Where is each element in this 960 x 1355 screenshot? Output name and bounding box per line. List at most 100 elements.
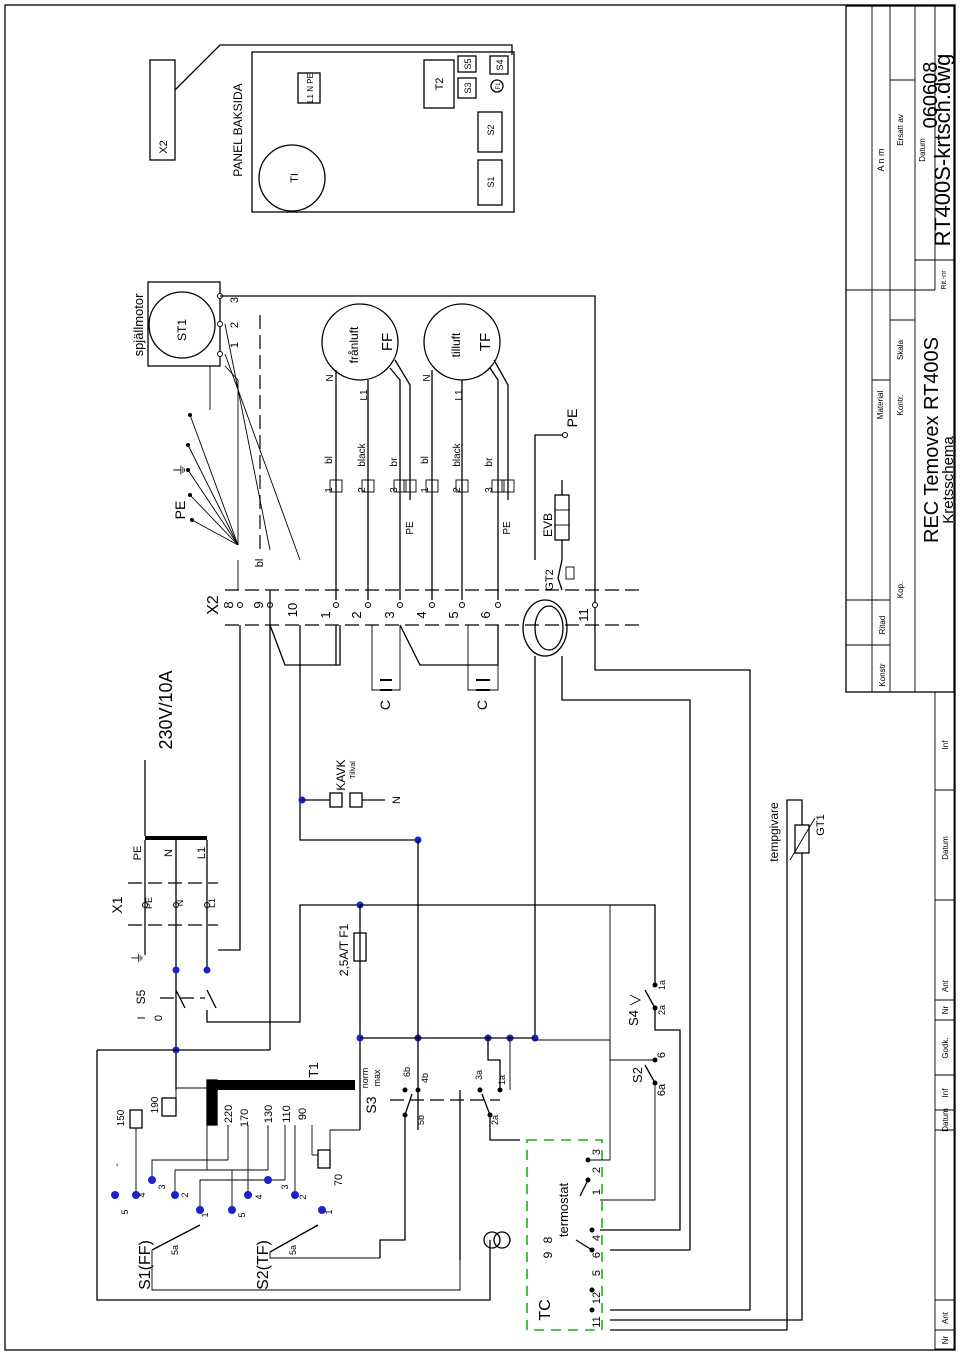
return-wire-left [96,1050,491,1301]
s3-c5b: 5b [416,1115,426,1125]
rev-ant-1: Ant [941,979,950,992]
damper-label: spjällmotor [131,293,146,357]
tap-130: 130 [263,1105,275,1123]
pe-ground-bundle: PE ⏚ [172,295,596,625]
x2-pin-2: 2 [349,611,364,618]
tb-rit-nr-label: Rit.-nr [941,270,948,290]
tc-pin-2: 2 [591,1167,603,1173]
s5-on: I [136,1016,148,1019]
s5-label: S5 [134,989,148,1004]
damper-st1: ST1 [175,319,189,341]
x1-n: N [175,900,185,907]
cap-tf-label: C [474,700,490,710]
gt1-label: GT1 [815,814,827,835]
s2-num-5: 5 [237,1212,247,1217]
tf-pin-1: 1 [420,487,431,493]
tf-pe: PE [502,521,513,535]
ff-pe: PE [405,521,416,535]
tf-wire-bl: bl [420,456,431,464]
s4-label: S4 [626,1010,641,1026]
t1-label: T1 [306,1062,321,1077]
tb-title2: Kretsschema [940,436,957,524]
s3-c2a: 2a [490,1115,500,1125]
tb-anm: A n m [876,148,886,171]
tf-pin-2: 2 [452,487,463,493]
x2-pin-11: 11 [576,608,591,622]
rev-datum-1: Datum [941,836,950,860]
rev-inf-1: Inf [941,740,950,750]
thermostat-tc: TC [537,1299,554,1320]
ground-symbol: ⏚ [130,951,145,964]
kavk-label: KAVK [334,759,348,790]
fuse-label: 2,5A/T F1 [337,923,351,976]
panel-s2: S2 [486,124,496,135]
supply-pe: PE [132,846,144,861]
pe-main-label: PE [172,501,188,520]
x2-label: X2 [205,595,222,615]
x2-pin-1: 1 [318,611,333,618]
s2-num-1: 1 [324,1209,334,1214]
thermostat-tc: termostat TC 8 9 1 2 3 4 5 6 12 11 [483,905,611,1331]
evb-gt2: GT2 [544,569,556,590]
supply-230v: 230V/10A PE N L1 X1 PE N L1 ⏚ [109,670,218,1090]
tc-pin-9: 9 [541,1251,555,1258]
panel-s4: S4 [495,59,505,70]
s4-c2a: 2a [657,1005,667,1015]
s3-label: S3 [363,1096,379,1113]
supply-l1: L1 [196,847,208,859]
tc-pin-4: 4 [591,1235,603,1241]
s3-c1a: 1a [497,1075,507,1085]
gt2-sensor-ring [522,599,751,1311]
tb-title1: REC Temovex RT400S [921,337,943,543]
panel-x2-label: X2 [158,140,170,153]
s1-num-2: 2 [180,1192,190,1197]
x2-pin-9: 9 [251,601,266,608]
x1-pe: PE [144,897,154,909]
s3-max: max [372,1069,382,1087]
tempgivare-gt1: tempgivare GT1 [610,799,827,1331]
revision-block: Inf Datum Ant Nr Godk. Inf Datum Ant Nr [934,691,955,1350]
rev-inf-2: Inf [941,1088,950,1098]
ff-wire-black: black [357,442,368,466]
damper-pin-2: 2 [229,322,241,328]
kavk-n: N [391,796,403,804]
s1-num-1: 1 [200,1212,210,1217]
panel-s1: S1 [486,176,496,187]
damper-pin-3: 3 [229,297,241,303]
tb-rit-nr: RT400S-krtsch.dwg [930,54,955,247]
tap-190: 190 [150,1096,161,1113]
tf-n: N [422,374,433,381]
tap-110: 110 [281,1105,293,1123]
fan-tf: tilluft TF N L1 bl black br 1 2 3 PE [420,303,515,600]
tap-170: 170 [239,1109,251,1127]
s1-c5a: 5a [170,1245,180,1255]
s4-c1a: 1a [657,980,667,990]
ff-pin-3: 3 [389,487,400,493]
thermostat-label: termostat [556,1183,571,1238]
tc-pin-1: 1 [591,1189,603,1195]
drawing-frame [4,4,956,1351]
tb-konstr: Konstr [878,663,887,686]
ff-pin-1: 1 [324,487,335,493]
rev-nr-1: Nr [941,1005,950,1014]
s2-label: S2 [630,1067,645,1083]
tf-wire-br: br [484,457,495,467]
s3-switch: S3 norm max 6b 4b 5b 3a 1a 2a [360,1038,520,1260]
capacitor-ff: C [371,625,401,710]
fan-ff: frånluft FF N L1 bl black br 1 2 3 PE [321,303,417,600]
ff-pin-2: 2 [357,487,368,493]
s2-c6: 6 [656,1052,668,1058]
x2-pin-3: 3 [382,611,397,618]
panel-f1: F1 [496,82,502,90]
s2-num-4: 4 [254,1194,264,1199]
tb-ritad: Ritad [878,616,887,635]
s3-norm: norm [360,1068,370,1089]
tb-kop: Kop. [896,582,905,598]
selector-s1-ff: 5 4 3 2 1 5a S1(FF) [111,1176,461,1291]
ff-n: N [325,374,336,381]
ff-name: frånluft [347,326,361,363]
s5-main-switch: S5 I 0 [97,904,360,1054]
s3-c4b: 4b [420,1073,430,1083]
s1-num-4: 4 [137,1192,147,1197]
rev-ant-2: Ant [941,1311,950,1324]
